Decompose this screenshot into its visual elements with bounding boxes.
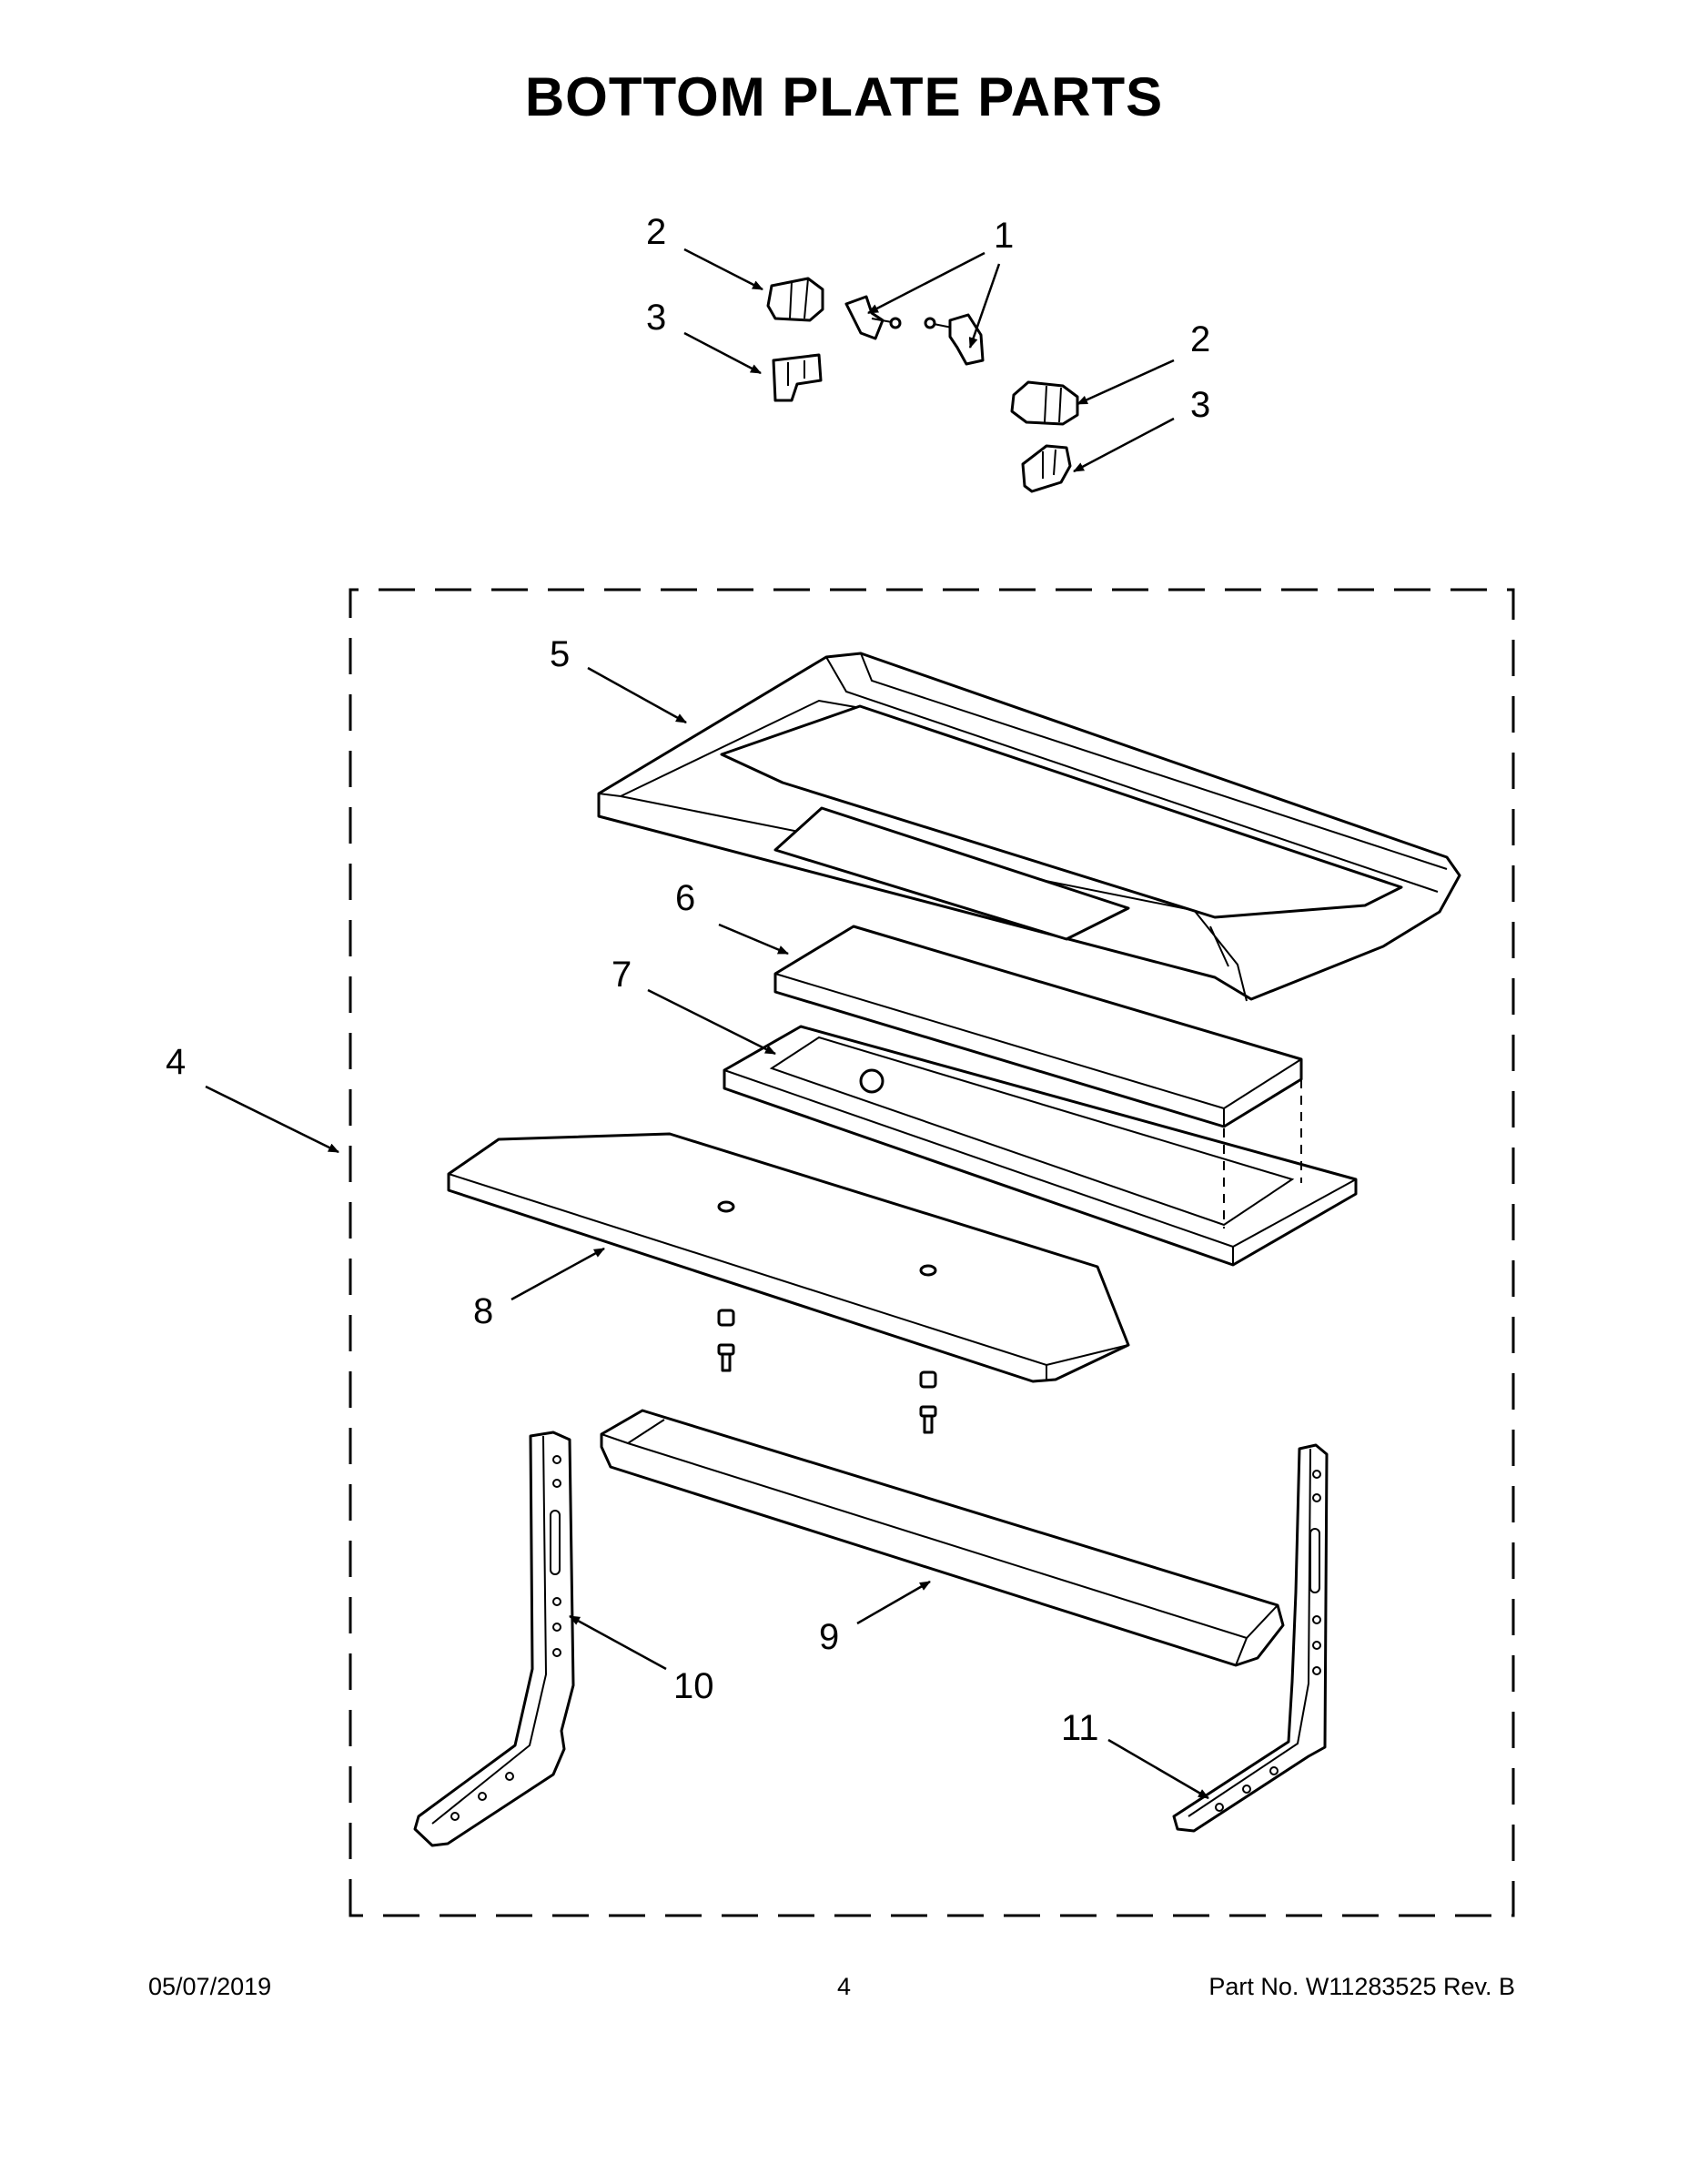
part-5-top-plate (597, 652, 1461, 1002)
assembly-frame-outline (349, 588, 1515, 1917)
callout-9: 9 (819, 1617, 839, 1657)
part-2-knob-left (766, 277, 824, 322)
part-1-bracket-right (924, 313, 985, 366)
callout-3-left: 3 (646, 298, 666, 338)
part-10-left-leg (413, 1431, 575, 1847)
part-7-tray (723, 1025, 1358, 1267)
callout-11: 11 (1061, 1708, 1099, 1748)
callout-6: 6 (675, 878, 695, 918)
leader-lines (205, 248, 1209, 1800)
footer-part-number: Part No. W11283525 Rev. B (1208, 1973, 1515, 2000)
callout-2-left: 2 (646, 212, 666, 252)
part-2-knob-right (1010, 380, 1079, 426)
callout-2-right: 2 (1190, 319, 1210, 359)
part-1-bracket-left (844, 295, 902, 340)
callout-3-right: 3 (1190, 385, 1210, 425)
callout-1: 1 (994, 216, 1014, 256)
screw-spacer-right (919, 1370, 937, 1434)
callout-10: 10 (673, 1666, 714, 1706)
footer-page-number: 4 (836, 1973, 852, 2000)
callout-7: 7 (612, 955, 632, 995)
callout-4: 4 (166, 1042, 186, 1082)
part-3-clip-left (772, 353, 823, 402)
callout-5: 5 (550, 634, 570, 674)
callout-8: 8 (473, 1291, 493, 1331)
part-9-channel (600, 1409, 1285, 1667)
part-3-clip-right (1021, 444, 1072, 493)
part-8-base-plate (447, 1132, 1130, 1383)
screw-spacer-left (717, 1309, 735, 1372)
page-title: BOTTOM PLATE PARTS (524, 66, 1164, 127)
part-11-right-leg (1172, 1443, 1329, 1833)
footer-date: 05/07/2019 (148, 1973, 272, 2000)
